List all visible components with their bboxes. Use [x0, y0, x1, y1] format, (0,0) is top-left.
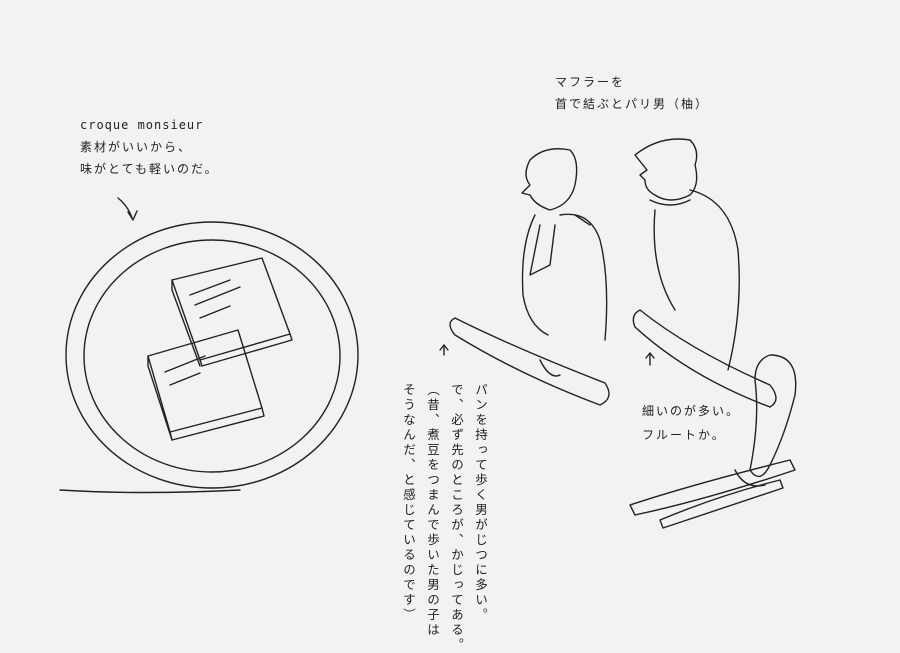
bread-caption-col4: そうなんだ、と感じているのです）	[401, 383, 416, 623]
flute-caption-line1: 細いのが多い。	[642, 404, 741, 418]
croque-title: croque monsieur	[80, 118, 204, 132]
flute-caption-line2: フルートか。	[642, 428, 726, 442]
bread-caption-col2: で、必ず先のところが、かじってある。	[449, 383, 464, 653]
plate-outer-rim	[65, 221, 359, 489]
sketch-illustration	[59, 138, 797, 529]
croque-sandwich-drawing	[147, 257, 293, 441]
muffler-caption-line1: マフラーを	[555, 75, 626, 89]
arrow-up-right	[645, 352, 655, 366]
croque-caption-line1: 素材がいいから、	[80, 140, 193, 154]
muffler-caption-line2: 首で結ぶとパリ男（柚）	[555, 97, 710, 111]
bread-caption-col3: （昔、煮豆をつまんで歩いた男の子は	[425, 383, 440, 638]
man-left-drawing	[439, 148, 610, 406]
bread-caption-col1: パンを持って歩く男がじつに多い。	[473, 383, 488, 623]
plate-drawing	[59, 197, 359, 494]
flute-bread-drawing	[629, 354, 797, 529]
plate-inner-rim	[83, 239, 341, 473]
croque-caption-line2: 味がとても軽いのだ。	[80, 162, 219, 176]
arrow-up-left	[439, 344, 449, 356]
man-right-drawing	[632, 138, 777, 408]
